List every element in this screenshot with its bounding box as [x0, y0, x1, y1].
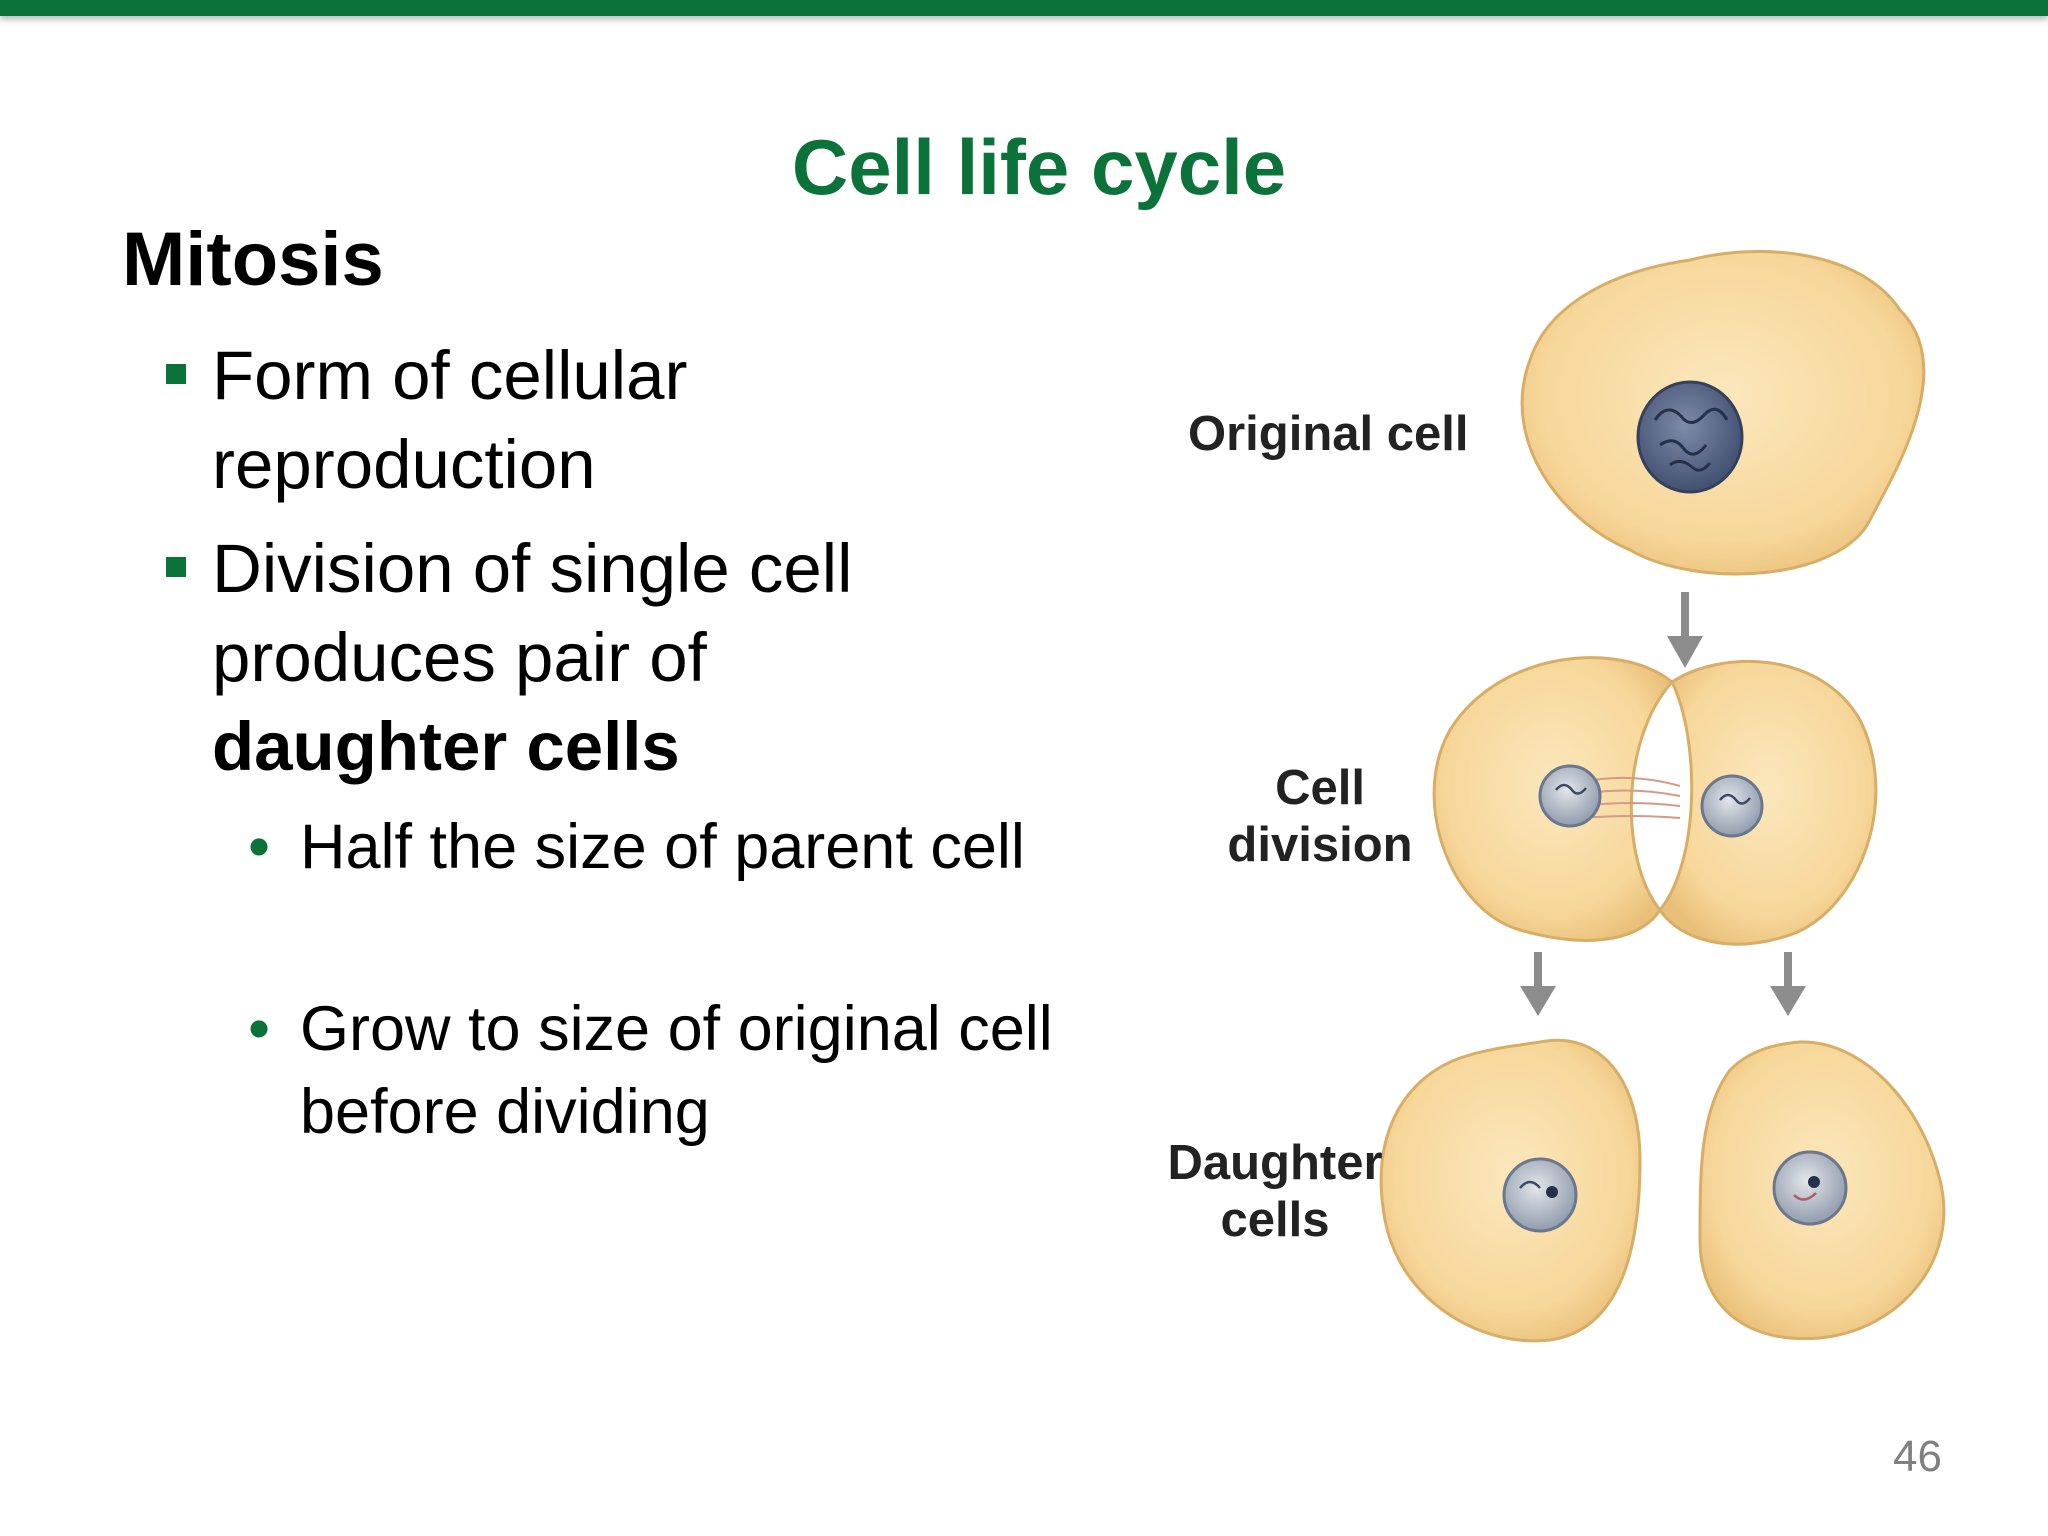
- sub-bullet-text: Grow to size of original cell before div…: [300, 994, 1053, 1147]
- cell-division-label: Cell division: [1210, 760, 1430, 874]
- daughter-cell: [1698, 1040, 1946, 1341]
- sub-bullet-item: • Half the size of parent cell: [248, 806, 1060, 889]
- nucleus-icon: [1772, 1150, 1848, 1226]
- bullet-bold-text: daughter cells: [212, 708, 680, 785]
- daughter-cells-label-line2: cells: [1220, 1193, 1330, 1247]
- nucleus-icon: [1700, 774, 1764, 838]
- spindle-fibers-icon: [1581, 776, 1681, 819]
- arrow-down-icon: [1770, 952, 1806, 1016]
- dot-bullet-icon: •: [248, 994, 271, 1064]
- cell-division-label-line2: division: [1227, 818, 1413, 872]
- nucleus-icon: [1538, 764, 1602, 828]
- top-accent-bar: [0, 0, 2048, 16]
- slide-title: Cell life cycle: [791, 123, 1287, 211]
- dividing-cell: [1432, 656, 1878, 946]
- mitosis-diagram: Original cell Cell division Daughter cel…: [1100, 220, 2000, 1400]
- dot-bullet-icon: •: [248, 812, 271, 882]
- arrow-down-icon: [1667, 592, 1703, 668]
- square-bullet-icon: [166, 557, 186, 577]
- daughter-cells-label: Daughter cells: [1140, 1135, 1410, 1249]
- square-bullet-icon: [166, 364, 186, 384]
- page-number: 46: [1893, 1432, 1942, 1481]
- section-heading: Mitosis: [122, 217, 384, 302]
- original-cell-label: Original cell: [1188, 407, 1469, 461]
- cell-division-label-line1: Cell: [1275, 761, 1365, 815]
- original-cell: [1520, 250, 1926, 576]
- sub-bullet-text: Half the size of parent cell: [300, 812, 1025, 882]
- daughter-cells-label-line1: Daughter: [1167, 1136, 1383, 1190]
- nucleus-icon: [1502, 1157, 1578, 1233]
- daughter-cell: [1379, 1038, 1642, 1343]
- bullet-item: Form of cellular reproduction: [166, 331, 972, 509]
- bullet-text: Division of single cell produces pair of: [212, 530, 853, 696]
- arrow-down-icon: [1520, 952, 1556, 1016]
- nucleus-icon: [1636, 380, 1744, 494]
- sub-bullet-item: • Grow to size of original cell before d…: [248, 988, 1060, 1154]
- bullet-item: Division of single cell produces pair of…: [166, 524, 972, 791]
- bullet-text: Form of cellular reproduction: [212, 337, 688, 503]
- mitosis-illustration: [1379, 250, 1946, 1343]
